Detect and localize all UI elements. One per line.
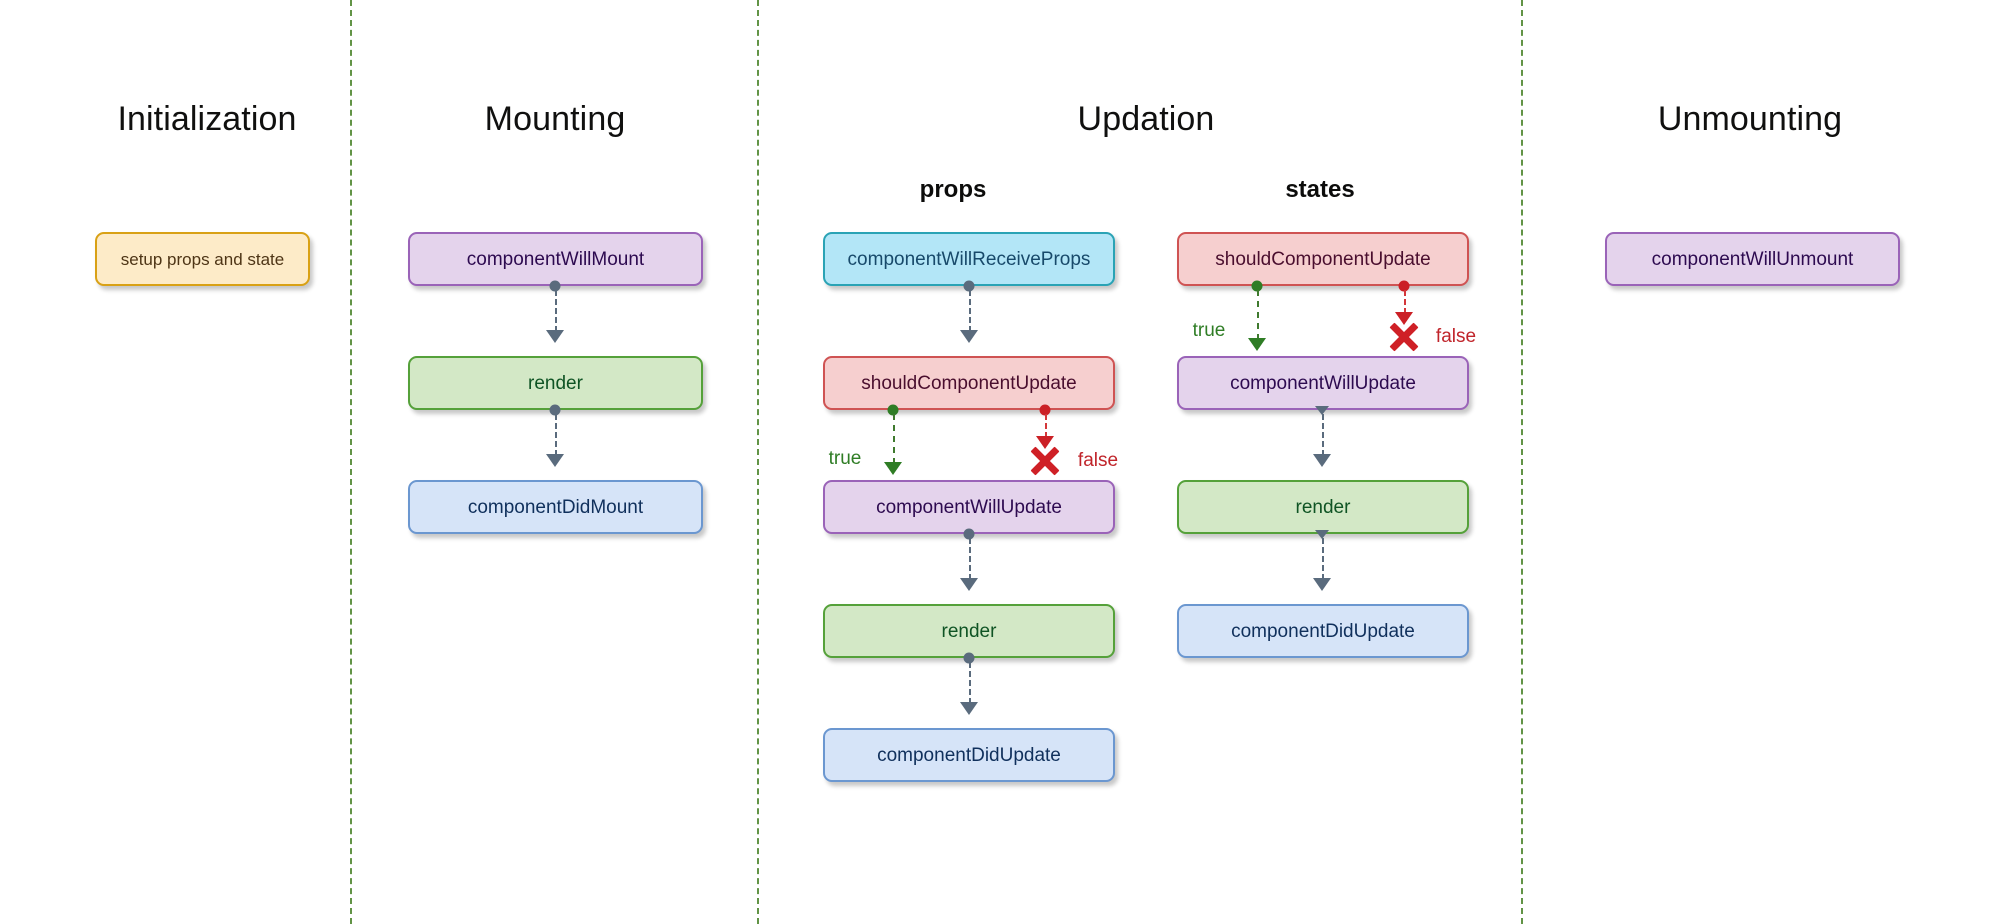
connector-arrowhead-true	[1248, 338, 1266, 351]
connector-source-dot	[963, 652, 975, 664]
connector-props-will-update-to-render	[969, 538, 971, 580]
connector-props-true-branch	[893, 414, 895, 464]
connector-arrowhead	[546, 330, 564, 343]
connector-arrowhead	[960, 330, 978, 343]
connector-arrowhead	[960, 578, 978, 591]
node-states-component-did-update[interactable]: componentDidUpdate	[1177, 604, 1469, 658]
connector-source-dot	[963, 528, 975, 540]
section-title-mounting: Mounting	[484, 100, 626, 138]
branch-source-dot-false	[1039, 404, 1051, 416]
connector-arrowhead	[546, 454, 564, 467]
divider-initialization-mounting	[350, 0, 352, 924]
connector-source-triangle	[1315, 406, 1329, 415]
section-title-updation: Updation	[1077, 100, 1215, 138]
node-props-component-will-update[interactable]: componentWillUpdate	[823, 480, 1115, 534]
node-component-will-mount[interactable]: componentWillMount	[408, 232, 703, 286]
node-component-will-receive-props[interactable]: componentWillReceiveProps	[823, 232, 1115, 286]
connector-source-dot	[549, 280, 561, 292]
connector-source-dot	[963, 280, 975, 292]
branch-source-dot-false	[1398, 280, 1410, 292]
connector-source-triangle	[1315, 530, 1329, 539]
connector-states-will-update-to-render	[1322, 414, 1324, 456]
node-states-component-will-update[interactable]: componentWillUpdate	[1177, 356, 1469, 410]
branch-label-props-true: true	[828, 448, 862, 469]
node-mount-render[interactable]: render	[408, 356, 703, 410]
connector-mount-will-to-render	[555, 290, 557, 332]
node-props-should-component-update[interactable]: shouldComponentUpdate	[823, 356, 1115, 410]
node-component-did-mount[interactable]: componentDidMount	[408, 480, 703, 534]
node-props-render[interactable]: render	[823, 604, 1115, 658]
blocked-x-icon-props	[1028, 444, 1062, 478]
connector-arrowhead-false	[1395, 312, 1413, 325]
connector-render-to-did-mount	[555, 414, 557, 456]
section-title-initialization: Initialization	[117, 100, 297, 138]
branch-source-dot-true	[887, 404, 899, 416]
connector-source-dot	[549, 404, 561, 416]
connector-states-render-to-did-update	[1322, 538, 1324, 580]
subsection-title-states: states	[1285, 176, 1355, 203]
connector-states-true-branch	[1257, 290, 1259, 340]
node-props-component-did-update[interactable]: componentDidUpdate	[823, 728, 1115, 782]
connector-props-false-branch	[1045, 414, 1047, 438]
blocked-x-icon-states	[1387, 320, 1421, 354]
node-setup-props-and-state[interactable]: setup props and state	[95, 232, 310, 286]
branch-label-states-true: true	[1192, 320, 1226, 341]
branch-label-props-false: false	[1077, 450, 1119, 471]
branch-source-dot-true	[1251, 280, 1263, 292]
connector-will-receive-props-to-should-update	[969, 290, 971, 332]
node-states-render[interactable]: render	[1177, 480, 1469, 534]
node-component-will-unmount[interactable]: componentWillUnmount	[1605, 232, 1900, 286]
section-title-unmounting: Unmounting	[1657, 100, 1843, 138]
connector-props-render-to-did-update	[969, 662, 971, 704]
connector-arrowhead	[960, 702, 978, 715]
connector-states-false-branch	[1404, 290, 1406, 314]
node-states-should-component-update[interactable]: shouldComponentUpdate	[1177, 232, 1469, 286]
divider-updation-unmounting	[1521, 0, 1523, 924]
connector-arrowhead	[1313, 454, 1331, 467]
branch-label-states-false: false	[1435, 326, 1477, 347]
connector-arrowhead-false	[1036, 436, 1054, 449]
subsection-title-props: props	[919, 176, 987, 203]
connector-arrowhead-true	[884, 462, 902, 475]
connector-arrowhead	[1313, 578, 1331, 591]
divider-mounting-updation	[757, 0, 759, 924]
